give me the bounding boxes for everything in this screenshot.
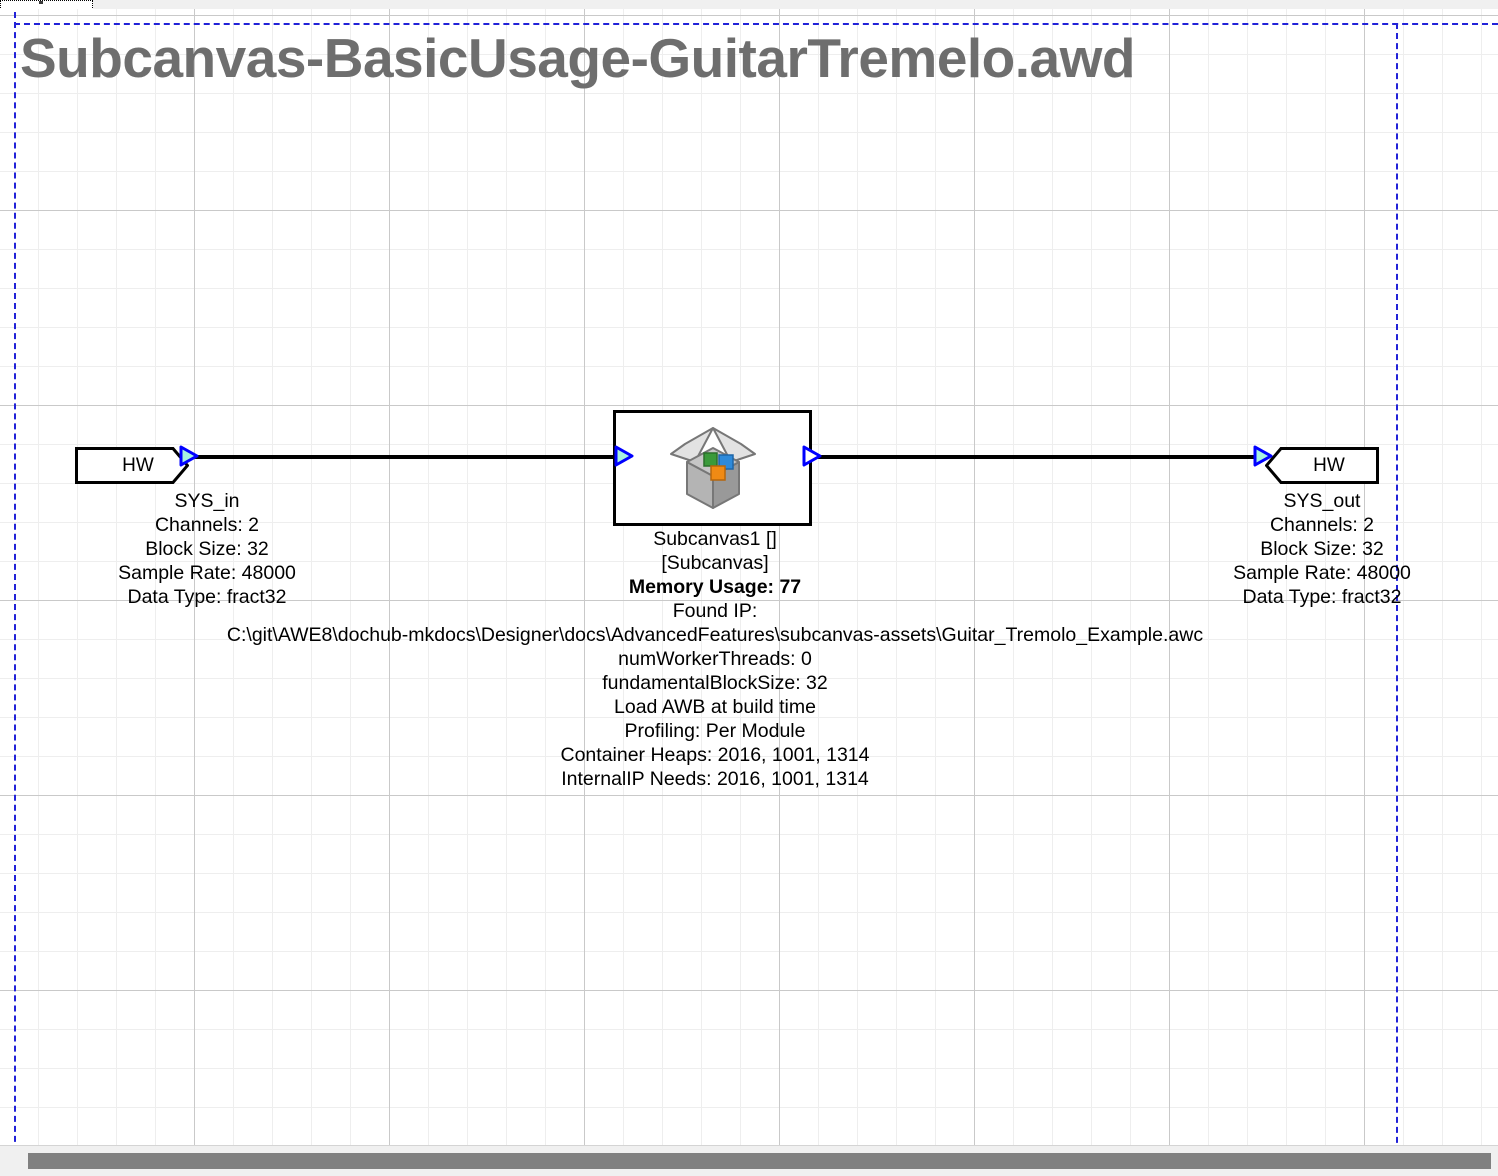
block-sys-in[interactable]: HW SYS_in Channels: 2 Block Size: 32 Sam… (75, 447, 296, 608)
subcanvas-memory-usage: Memory Usage: 77 (628, 576, 802, 598)
sys-in-sample-rate: Sample Rate: 48000 (118, 562, 296, 584)
sys-out-block-size: Block Size: 32 (1260, 538, 1384, 560)
subcanvas-num-worker-threads: numWorkerThreads: 0 (618, 648, 812, 670)
sys-in-hw-label: HW (122, 455, 154, 476)
subcanvas-found-ip-label: Found IP: (672, 600, 758, 622)
subcanvas-name: Subcanvas1 [] (653, 528, 777, 550)
sys-in-info: SYS_in Channels: 2 Block Size: 32 Sample… (57, 489, 357, 609)
sys-out-sample-rate: Sample Rate: 48000 (1233, 562, 1411, 584)
port-subcanvas-input[interactable] (613, 444, 635, 468)
sys-out-channels: Channels: 2 (1269, 514, 1375, 536)
sys-out-info: SYS_out Channels: 2 Block Size: 32 Sampl… (1172, 489, 1472, 609)
sys-in-shape (75, 447, 189, 484)
subcanvas-profiling: Profiling: Per Module (624, 720, 806, 742)
subcanvas-found-ip-path: C:\git\AWE8\dochub-mkdocs\Designer\docs\… (226, 624, 1204, 646)
subcanvas-fundamental-block-size: fundamentalBlockSize: 32 (602, 672, 828, 694)
page-title: Subcanvas-BasicUsage-GuitarTremelo.awd (20, 27, 1136, 89)
wire-sysin-to-subcanvas[interactable] (190, 455, 622, 459)
sys-in-name: SYS_in (174, 490, 240, 512)
sys-in-channels: Channels: 2 (154, 514, 260, 536)
page-guide-right (1396, 23, 1398, 1173)
page-guide-left (14, 12, 16, 1172)
open-box-icon (665, 422, 761, 514)
page-guide-top (14, 23, 1498, 25)
block-subcanvas1[interactable] (613, 410, 812, 526)
wire-subcanvas-to-sysout[interactable] (812, 455, 1267, 459)
subcanvas-load-awb: Load AWB at build time (614, 696, 816, 718)
horizontal-scrollbar-thumb[interactable] (28, 1153, 1491, 1169)
sys-in-data-type: Data Type: fract32 (127, 586, 287, 608)
sys-out-hw-label: HW (1313, 455, 1345, 476)
subcanvas-internal-ip-needs: InternalIP Needs: 2016, 1001, 1314 (561, 768, 869, 790)
subcanvas-type: [Subcanvas] (661, 552, 769, 574)
sys-in-block-size: Block Size: 32 (145, 538, 269, 560)
sys-out-name: SYS_out (1283, 490, 1361, 512)
port-sys-in-output[interactable] (178, 444, 200, 468)
sys-out-data-type: Data Type: fract32 (1242, 586, 1402, 608)
tab-stub-marker (39, 1, 43, 4)
block-sys-out[interactable]: HW SYS_out Channels: 2 Block Size: 32 Sa… (1233, 447, 1411, 608)
port-subcanvas-output[interactable] (801, 444, 823, 468)
port-sys-out-input[interactable] (1252, 444, 1274, 468)
subcanvas-container-heaps: Container Heaps: 2016, 1001, 1314 (560, 744, 870, 766)
subcanvas-info: Subcanvas1 [] [Subcanvas] Memory Usage: … (0, 527, 1430, 791)
sys-out-shape (1265, 447, 1379, 484)
grid-canvas[interactable] (0, 9, 1498, 1146)
horizontal-scrollbar[interactable] (0, 1146, 1498, 1176)
window-top-strip (0, 0, 1498, 9)
scrollbar-divider (0, 1145, 1498, 1146)
